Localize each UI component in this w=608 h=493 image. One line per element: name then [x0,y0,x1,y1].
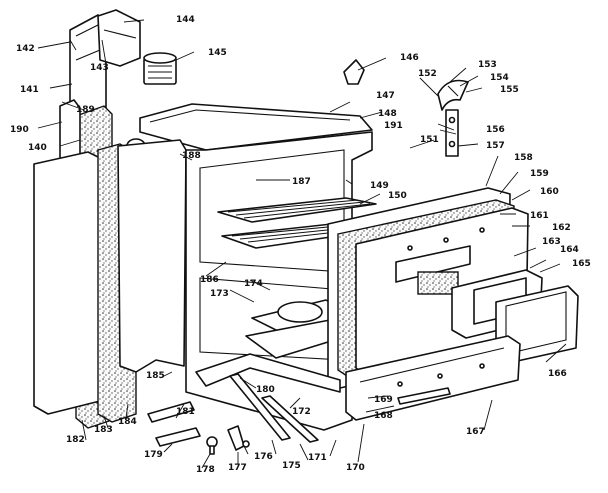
callout-147: 147 [376,91,395,101]
callout-174: 174 [244,279,263,289]
callout-184: 184 [118,417,137,427]
callout-146: 146 [400,53,419,63]
callout-152: 152 [418,69,437,79]
callout-145: 145 [208,48,227,58]
callout-187: 187 [292,177,311,187]
callout-155: 155 [500,85,519,95]
callout-163: 163 [542,237,561,247]
callout-172: 172 [292,407,311,417]
callout-153: 153 [478,60,497,70]
drawer-rail-175 [261,395,319,443]
callout-168: 168 [374,411,393,421]
callout-144: 144 [176,15,195,25]
callout-182: 182 [66,435,85,445]
callout-181: 181 [176,407,195,417]
callout-161: 161 [530,211,549,221]
callout-170: 170 [346,463,365,473]
callout-165: 165 [572,259,591,269]
callout-188: 188 [182,151,201,161]
callout-186: 186 [200,275,219,285]
callout-142: 142 [16,44,35,54]
side-panel-184 [117,139,187,373]
callout-164: 164 [560,245,579,255]
callout-190: 190 [10,125,29,135]
callout-185: 185 [146,371,165,381]
callout-labels: 142 143 144 145 146 141 147 148 152 153 … [10,15,591,475]
callout-169: 169 [374,395,393,405]
callout-167: 167 [466,427,485,437]
callout-180: 180 [256,385,275,395]
callout-162: 162 [552,223,571,233]
callout-166: 166 [548,369,567,379]
callout-175: 175 [282,461,301,471]
callout-143: 143 [90,63,109,73]
callout-157: 157 [486,141,505,151]
callout-159: 159 [530,169,549,179]
leader-lines [37,19,567,469]
callout-150: 150 [388,191,407,201]
vent-cap-145 [143,52,177,85]
callout-151: 151 [420,135,439,145]
callout-154: 154 [490,73,509,83]
callout-179: 179 [144,450,163,460]
door-hinge-153 [437,79,469,157]
drawer-rail-180 [229,373,291,441]
callout-173: 173 [210,289,229,299]
callout-191: 191 [384,121,403,131]
callout-183: 183 [94,425,113,435]
callout-140: 140 [28,143,47,153]
callout-141: 141 [20,85,39,95]
bracket-177 [227,425,250,451]
side-panel-182 [33,151,105,415]
vent-duct [97,9,141,67]
callout-158: 158 [514,153,533,163]
callout-176: 176 [254,452,273,462]
clip-146 [343,59,365,85]
callout-189: 189 [76,105,95,115]
callout-148: 148 [378,109,397,119]
oven-rack-upper [217,197,377,223]
callout-156: 156 [486,125,505,135]
callout-177: 177 [228,463,247,473]
callout-178: 178 [196,465,215,475]
callout-160: 160 [540,187,559,197]
range-top [126,103,373,154]
base-frame-181 [195,353,341,393]
leveling-leg-178 [206,436,218,455]
callout-171: 171 [308,453,327,463]
callout-149: 149 [370,181,389,191]
drawer-handle-169 [397,387,451,405]
storage-drawer-front-167 [345,335,521,421]
